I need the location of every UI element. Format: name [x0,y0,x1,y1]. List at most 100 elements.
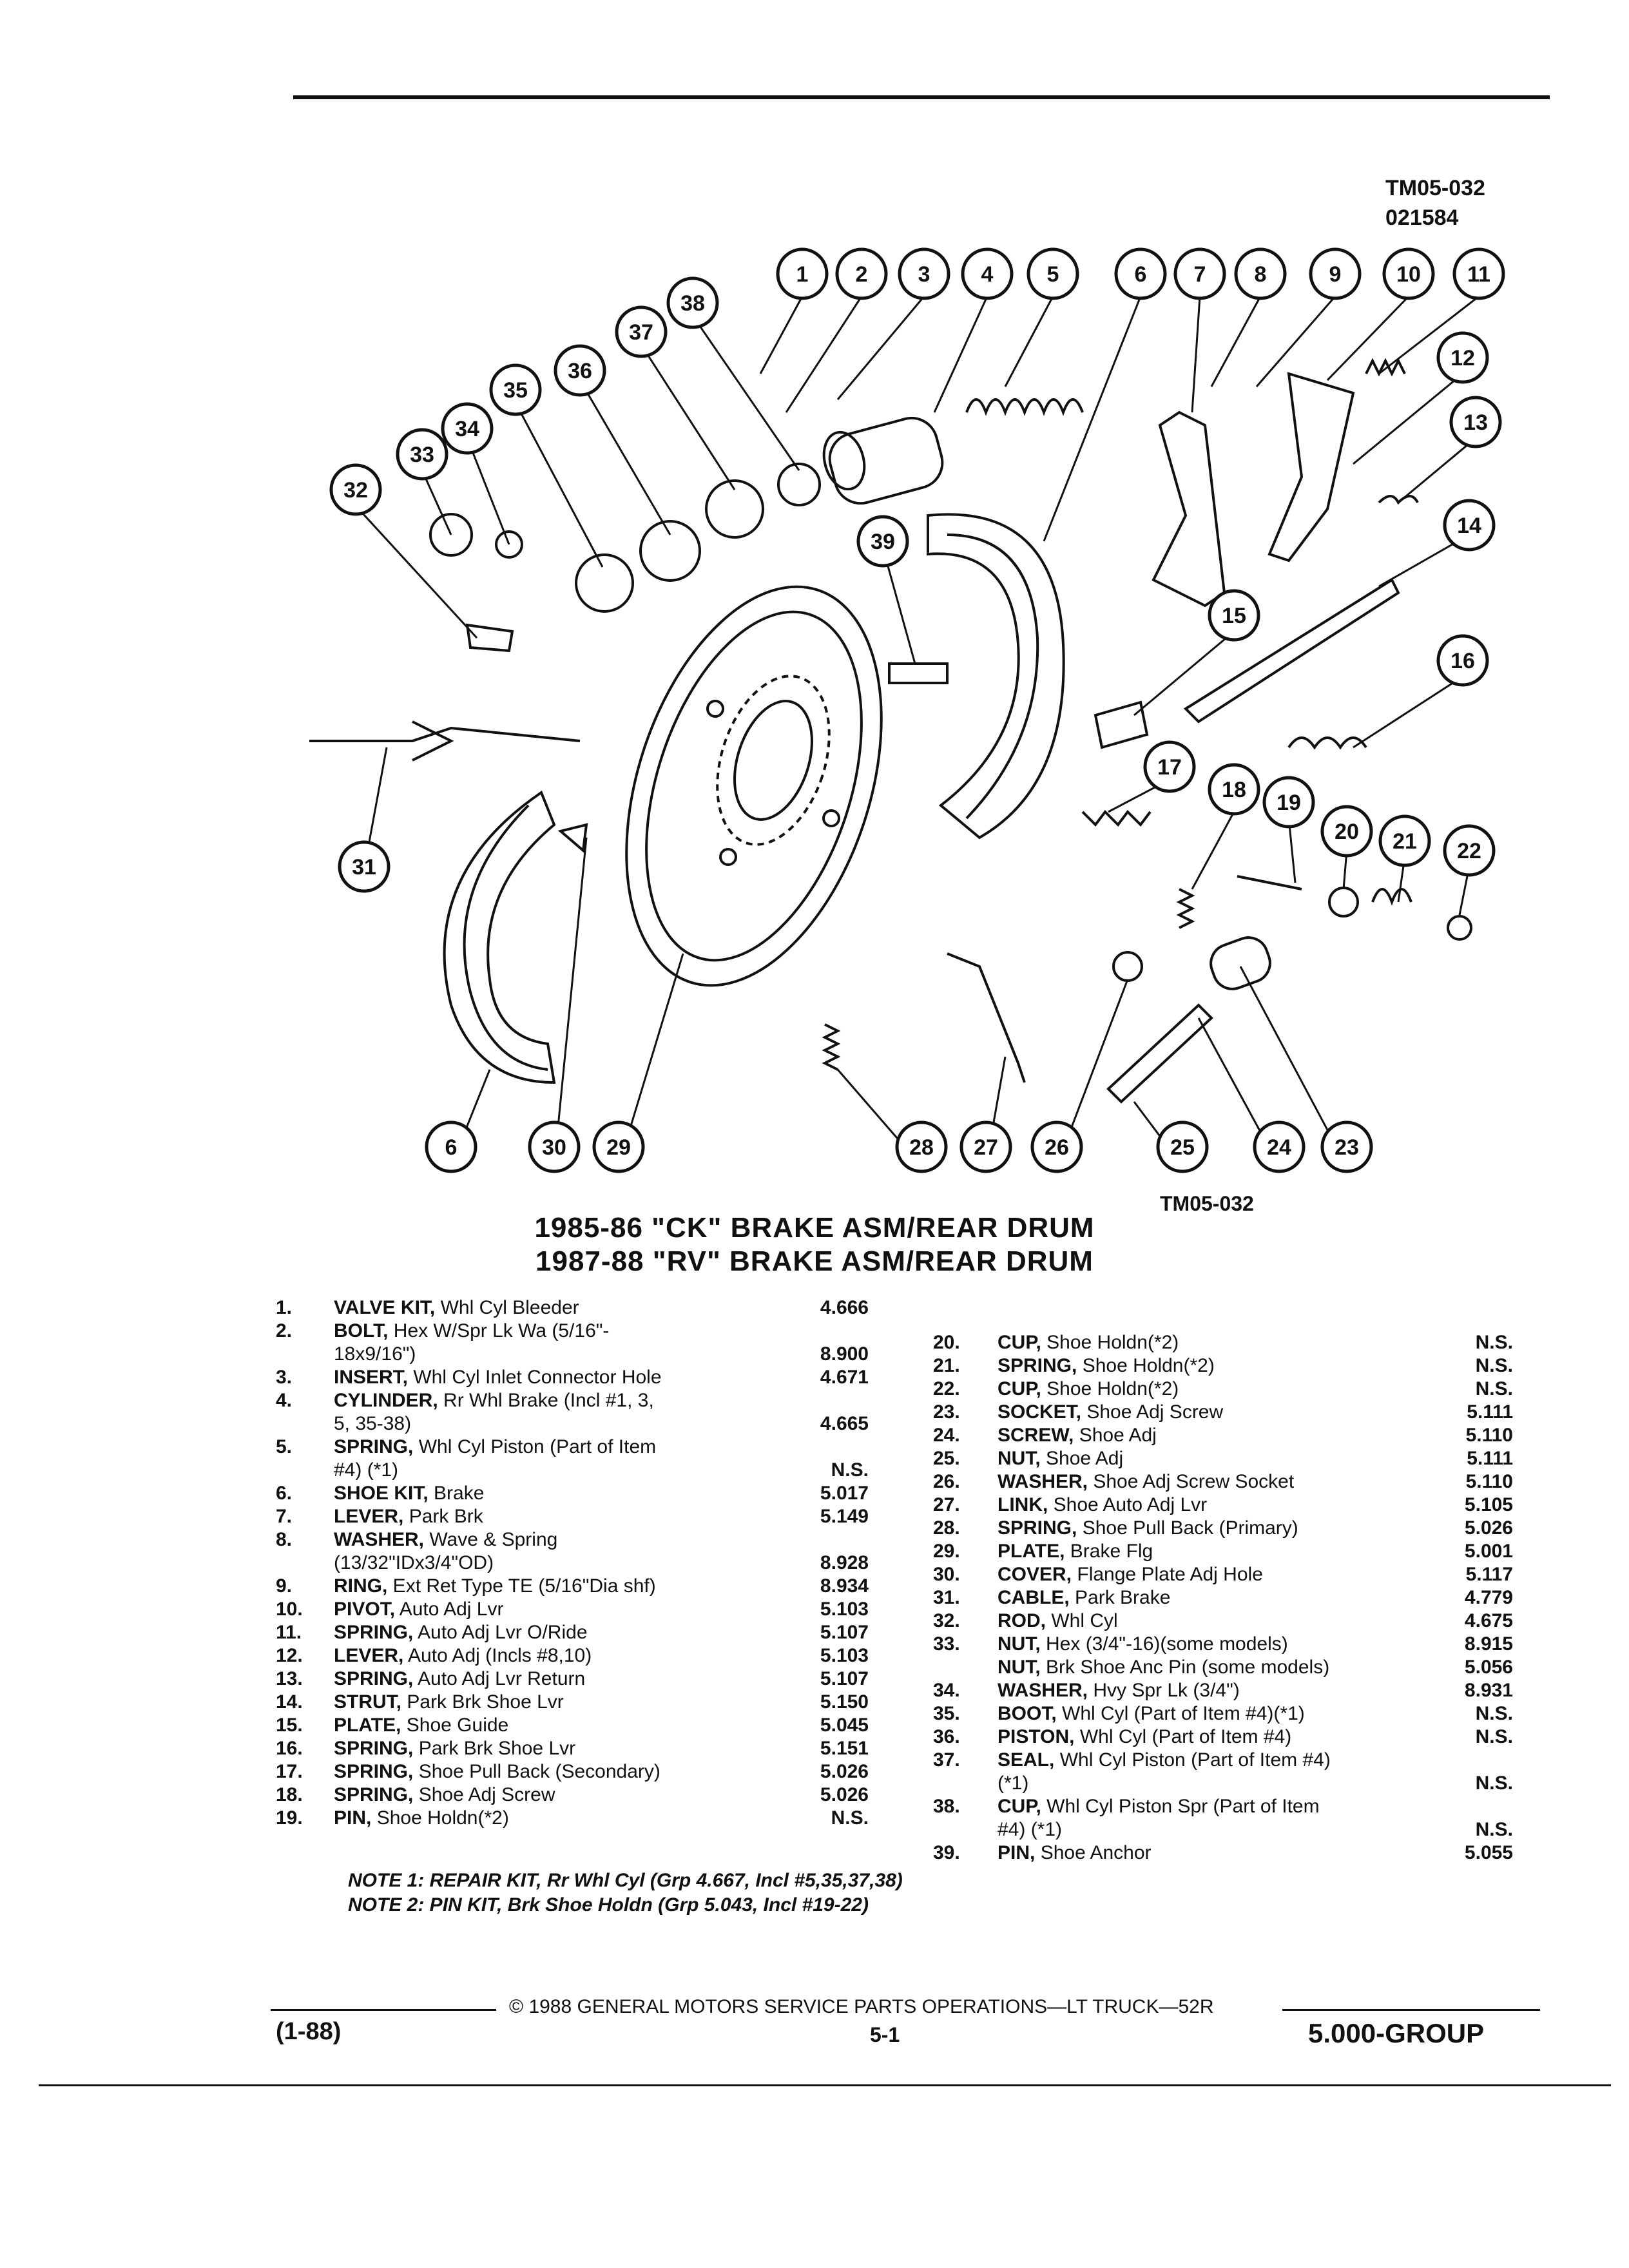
part-name: NUT, [998,1657,1041,1678]
part-detail: Hvy Spr Lk (3/4") [1088,1680,1240,1701]
callout-22: 22 [1443,824,1496,877]
part-description: WASHER, Wave & Spring (13/32"IDx3/4"OD) [334,1528,746,1575]
part-description: WASHER, Hvy Spr Lk (3/4") [998,1679,1410,1702]
callout-number: 33 [410,443,434,467]
part-detail: Auto Adj Lvr Return [413,1668,586,1689]
part-name: LEVER, [334,1645,404,1666]
part-detail: Shoe Adj Screw [413,1784,555,1805]
callout-circle [1436,634,1489,687]
part-name: BOOT, [998,1703,1057,1724]
callout-17: 17 [1143,740,1196,793]
callout-number: 30 [542,1135,566,1160]
part-detail: Shoe Pull Back (Primary) [1077,1517,1298,1539]
callout-2: 2 [835,247,888,300]
callout-30: 30 [528,1120,581,1173]
part-detail: Shoe Adj Screw Socket [1088,1471,1295,1492]
callout-circle [554,344,606,397]
callout-circle [1449,396,1502,448]
part-name: PISTON, [998,1726,1075,1747]
part-detail: Auto Adj (Incls #8,10) [403,1645,592,1666]
part-detail: Shoe Pull Back (Secondary) [413,1761,660,1782]
part-group-value: 5.110 [1465,1471,1513,1492]
callout-circle [1143,740,1196,793]
callout-number: 8 [1255,262,1267,287]
part-detail: Whl Cyl (Part of Item #4)(*1) [1056,1703,1305,1724]
callout-number: 32 [343,478,368,503]
callout-16: 16 [1436,634,1489,687]
callout-number: 24 [1267,1135,1291,1160]
page-titles: 1985-86 "CK" BRAKE ASM/REAR DRUM 1987-88… [0,1211,1629,1278]
callout-4: 4 [961,247,1014,300]
callout-circle [1262,776,1315,829]
part-name: PLATE, [334,1715,401,1736]
footer-copyright: © 1988 GENERAL MOTORS SERVICE PARTS OPER… [509,1996,1214,2017]
callout-circle [961,247,1014,300]
part-number: 21. [933,1355,960,1376]
part-number: 2. [276,1320,293,1341]
callout-circle [1382,247,1435,300]
part-description: LEVER, Park Brk [334,1505,746,1528]
callout-circle [1234,247,1287,300]
part-name: SEAL, [998,1749,1055,1771]
part-name: LEVER, [334,1506,404,1527]
part-description: LINK, Shoe Auto Adj Lvr [998,1494,1410,1517]
footer-group: 5.000-GROUP [1308,2018,1485,2048]
callout-circle [528,1120,581,1173]
part-detail: Shoe Anchor [1035,1842,1152,1863]
part-detail: Brake Flg [1065,1541,1153,1562]
callout-circle [776,247,829,300]
part-description: CUP, Shoe Holdn(*2) [998,1331,1410,1354]
part-number: 25. [933,1448,960,1469]
part-group-value: 5.149 [820,1506,869,1527]
part-number: 14. [276,1691,303,1713]
callout-number: 25 [1170,1135,1195,1160]
part-name: SPRING, [334,1784,414,1805]
callout-number: 19 [1277,791,1301,815]
top-rule [293,95,1550,99]
callout-39: 39 [856,515,909,568]
callout-7: 7 [1173,247,1226,300]
callout-28: 28 [895,1120,948,1173]
callout-34: 34 [441,402,494,455]
part-group-value: 5.103 [820,1599,869,1620]
part-number: 7. [276,1506,293,1527]
part-group-value: 5.001 [1464,1541,1513,1562]
part-group-value: 5.151 [820,1738,869,1759]
part-group-value: 5.110 [1465,1425,1513,1446]
callout-number: 9 [1329,262,1342,287]
notes: NOTE 1: REPAIR KIT, Rr Whl Cyl (Grp 4.66… [348,1869,903,1917]
part-description: NUT, Brk Shoe Anc Pin (some models) [998,1656,1410,1679]
part-detail: Shoe Auto Adj Lvr [1048,1494,1208,1515]
part-description: NUT, Shoe Adj [998,1447,1410,1470]
callout-8: 8 [1234,247,1287,300]
part-number: 16. [276,1738,303,1759]
part-row: 4.CYLINDER, Rr Whl Brake (Incl #1, 3, 5,… [276,1389,882,1436]
callout-circle [1320,805,1373,858]
note-1: NOTE 1: REPAIR KIT, Rr Whl Cyl (Grp 4.66… [348,1870,903,1891]
callout-1: 1 [776,247,829,300]
part-group-value: 8.934 [820,1575,869,1597]
drawing-code-bottom: TM05-032 [1160,1192,1254,1215]
bottom-rule [39,2084,1611,2086]
callout-25: 25 [1156,1120,1209,1173]
callout-number: 22 [1457,839,1481,863]
part-group-value: N.S. [1475,1703,1513,1724]
part-group-value: 5.150 [820,1691,869,1713]
callout-circle [329,463,382,516]
part-name: INSERT, [334,1367,409,1388]
part-description: COVER, Flange Plate Adj Hole [998,1563,1410,1586]
callout-circle [1027,247,1079,300]
part-detail: Whl Cyl Bleeder [435,1297,579,1318]
callout-number: 20 [1335,820,1359,844]
part-detail: Whl Cyl (Part of Item #4) [1074,1726,1292,1747]
callout-24: 24 [1253,1120,1306,1173]
callout-circle [1114,247,1167,300]
part-group-value: 4.666 [820,1297,869,1318]
callout-14: 14 [1443,499,1496,552]
callout-38: 38 [666,276,719,329]
part-name: PIN, [334,1807,372,1829]
part-group-value: N.S. [1475,1773,1513,1794]
